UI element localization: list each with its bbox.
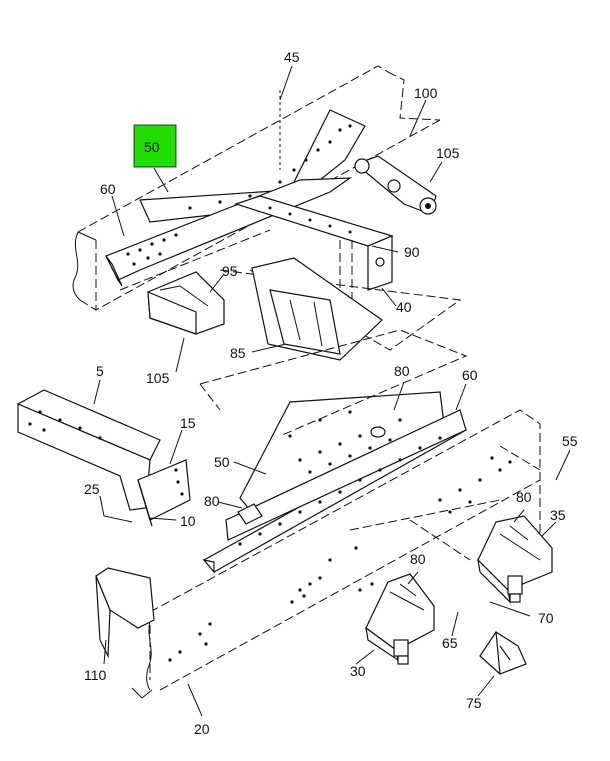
callout-20: 20 — [194, 721, 210, 737]
gusset-bracket-15 — [137, 459, 191, 527]
highlight-callout-box — [133, 124, 177, 168]
callout-80-center: 80 — [410, 551, 426, 567]
callout-50-lower: 50 — [214, 454, 230, 470]
upper-rail-channel — [105, 177, 353, 287]
callout-70: 70 — [538, 610, 554, 626]
callout-numbers: 45 100 50 105 60 90 95 40 85 105 5 80 60… — [84, 49, 578, 737]
lower-rail-channel — [202, 409, 467, 574]
callout-45: 45 — [284, 49, 300, 65]
callout-60-upper: 60 — [100, 181, 116, 197]
callout-25: 25 — [84, 481, 100, 497]
callout-5: 5 — [96, 363, 104, 379]
callout-15: 15 — [180, 415, 196, 431]
lower-bracket-105 — [147, 271, 225, 335]
callout-10: 10 — [180, 513, 196, 529]
callout-40: 40 — [396, 299, 412, 315]
leader-lines — [93, 65, 571, 717]
callout-95: 95 — [222, 263, 238, 279]
callout-110: 110 — [84, 667, 107, 683]
outrigger-bracket-5 — [16, 389, 161, 511]
spring-hanger-30 — [365, 573, 435, 665]
bracket-110 — [95, 567, 155, 659]
callout-60-lower: 60 — [462, 367, 478, 383]
spring-hanger-70 — [477, 515, 553, 604]
callout-90: 90 — [404, 244, 420, 260]
callout-75: 75 — [466, 695, 482, 711]
callout-85: 85 — [230, 345, 246, 361]
crossmember-bracket-85 — [251, 257, 383, 361]
callout-55: 55 — [562, 433, 578, 449]
hanger-75 — [479, 631, 527, 675]
callout-80-right: 80 — [516, 489, 532, 505]
callout-80-left: 80 — [204, 493, 220, 509]
callout-105-lower: 105 — [146, 370, 170, 386]
callout-30: 30 — [350, 663, 366, 679]
shock-link — [354, 155, 437, 215]
main-frame-rail — [131, 409, 541, 699]
callout-100: 100 — [414, 85, 438, 101]
callout-50-highlighted: 50 — [144, 139, 160, 155]
callout-65: 65 — [442, 635, 458, 651]
callout-80-top: 80 — [394, 363, 410, 379]
callout-35: 35 — [550, 507, 566, 523]
callout-105-upper: 105 — [436, 145, 460, 161]
